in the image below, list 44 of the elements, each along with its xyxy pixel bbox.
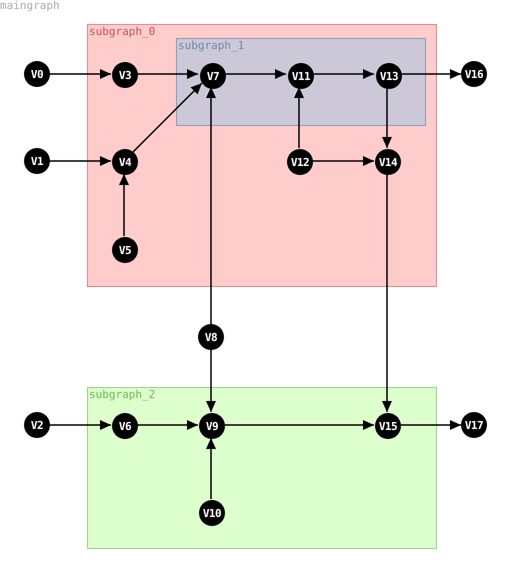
node-circle: V13 [376, 63, 402, 89]
node-circle: V0 [24, 61, 50, 87]
arrow [224, 420, 374, 430]
arrow [137, 420, 198, 430]
node-circle: V3 [112, 62, 138, 88]
node-circle: V11 [288, 63, 314, 89]
cluster-title: subgraph_1 [178, 39, 244, 52]
node-circle: V12 [287, 149, 313, 175]
arrow [294, 87, 304, 148]
node-circle: V8 [198, 324, 224, 350]
node-circle: V10 [199, 500, 225, 526]
cluster-title: subgraph_2 [89, 388, 156, 401]
cluster-box [176, 38, 426, 126]
node-circle: V5 [112, 237, 138, 263]
arrow [224, 69, 286, 79]
arrow [312, 156, 374, 166]
cluster-box [87, 387, 437, 549]
arrow [400, 69, 461, 79]
arrow [382, 174, 392, 412]
node-circle: V16 [461, 61, 487, 87]
arrow [119, 174, 129, 236]
node-circle: V6 [112, 413, 138, 439]
arrow [206, 87, 216, 324]
arrow [50, 420, 111, 430]
arrow [206, 438, 216, 499]
graph-name: maingraph [0, 0, 60, 12]
node-circle: V2 [24, 412, 50, 438]
node-circle: V7 [200, 63, 226, 89]
node-circle: V14 [375, 149, 401, 175]
node-circle: V15 [375, 413, 401, 439]
cluster-box [87, 24, 437, 287]
node-circle: V1 [24, 148, 50, 174]
arrow [382, 87, 392, 148]
arrow [50, 69, 111, 79]
arrow [400, 420, 461, 430]
arrow [132, 82, 202, 152]
node-circle: V17 [461, 412, 487, 438]
node-circle: V4 [112, 149, 138, 175]
arrow [50, 156, 111, 166]
cluster-title: subgraph_0 [89, 25, 156, 38]
arrow [206, 350, 216, 412]
node-circle: V9 [199, 413, 225, 439]
arrow [137, 69, 198, 79]
arrow [312, 69, 374, 79]
